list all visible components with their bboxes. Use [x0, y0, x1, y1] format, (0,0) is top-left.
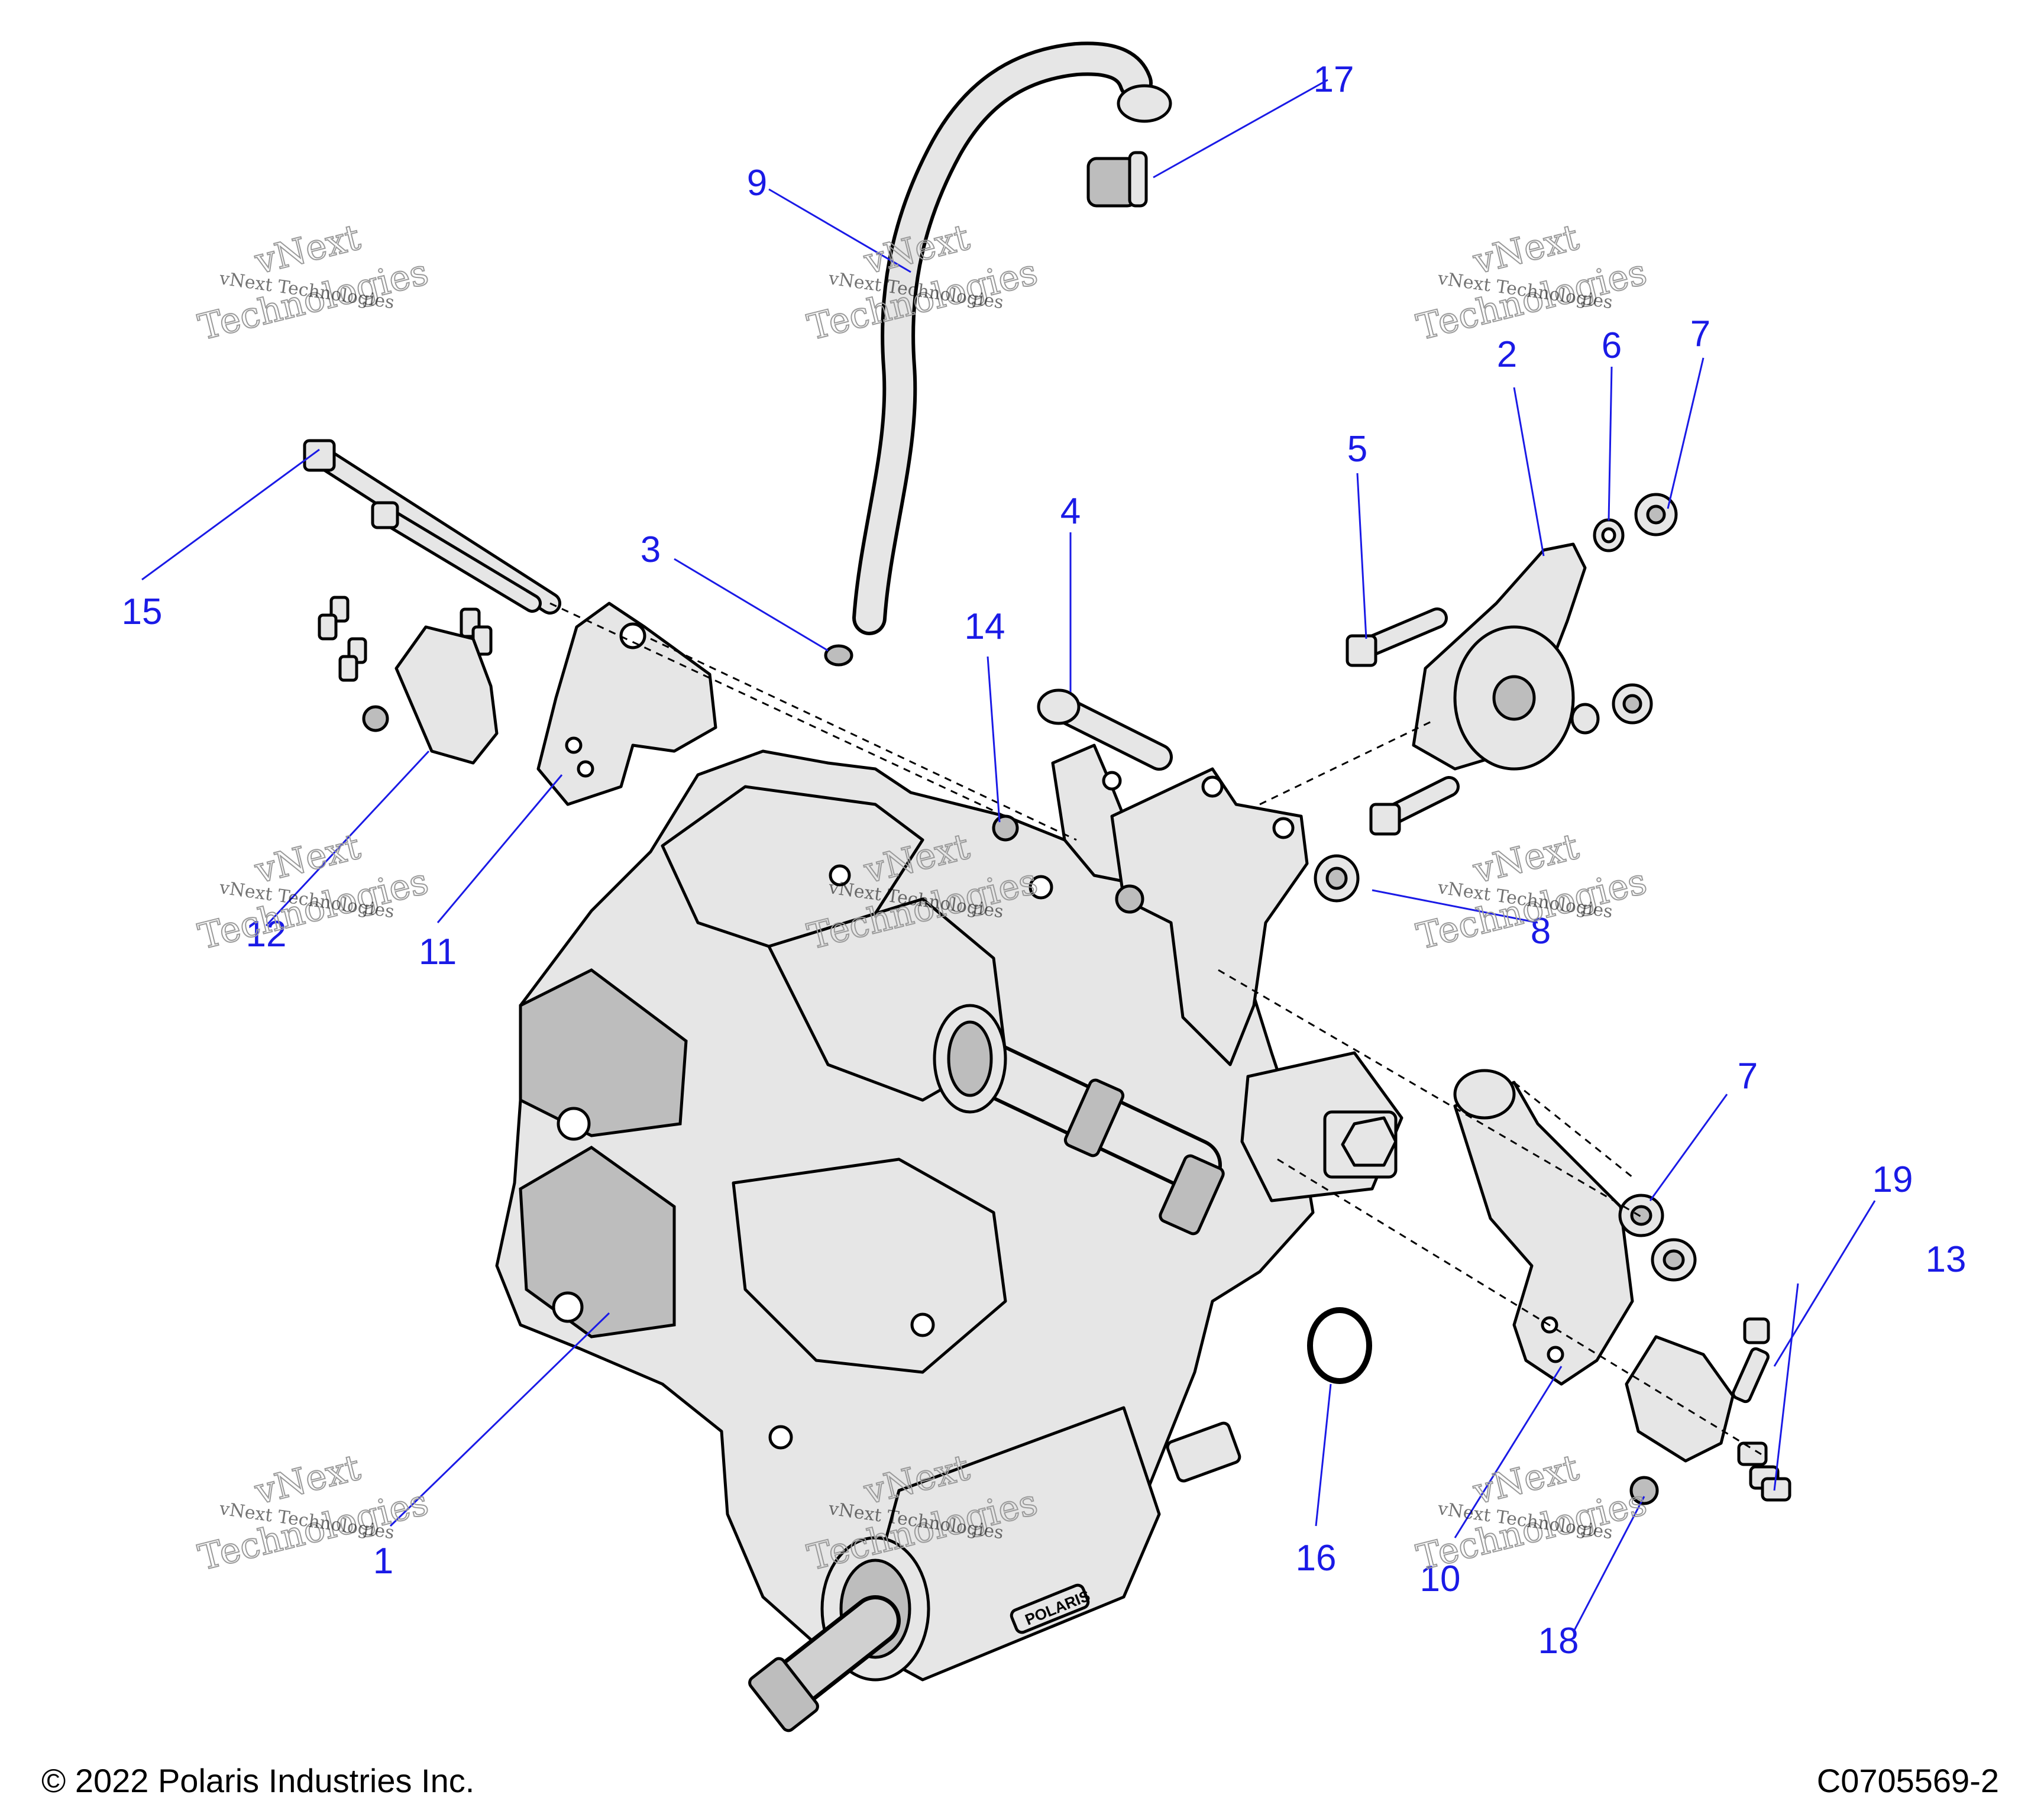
- callout-8: 8: [1531, 911, 1551, 952]
- lower-nuts: [1618, 1194, 1697, 1282]
- callout-14: 14: [965, 606, 1005, 647]
- callout-17: 17: [1314, 59, 1354, 100]
- callout-19: 19: [1872, 1159, 1913, 1200]
- callout-16: 16: [1296, 1538, 1337, 1579]
- washers-and-nuts: [1314, 493, 1678, 903]
- callout-9: 9: [747, 163, 767, 203]
- callout-5: 5: [1347, 429, 1367, 470]
- callout-1: 1: [373, 1541, 393, 1582]
- callout-3: 3: [641, 529, 661, 570]
- mount-plate-left: [536, 602, 717, 806]
- copyright-text: © 2022 Polaris Industries Inc.: [41, 1762, 474, 1799]
- mount-plate-center: [992, 743, 1309, 1066]
- o-ring: [1307, 1307, 1372, 1384]
- hex-bolts-5: [1346, 607, 1460, 836]
- hex-bolt-4: [1037, 688, 1173, 771]
- callout-12: 12: [246, 914, 287, 955]
- assembly-lines: [549, 602, 1763, 1456]
- leader-lines: [141, 79, 1876, 1633]
- watermark-4: Technologies vNext vNext Technologies: [194, 825, 433, 958]
- callout-4: 4: [1060, 491, 1081, 532]
- watermark-1: Technologies vNext vNext Technologies: [194, 216, 433, 349]
- small-screws-group: [318, 596, 493, 732]
- callout-15: 15: [122, 591, 163, 632]
- callout-11: 11: [419, 932, 457, 972]
- engine-mount-2: [1412, 542, 1587, 771]
- callout-13: 13: [1926, 1239, 1967, 1280]
- callout-7-upper: 7: [1690, 313, 1710, 354]
- callout-7-lower: 7: [1738, 1056, 1758, 1097]
- drawing-number: C0705569-2: [1817, 1762, 1999, 1799]
- callout-10: 10: [1420, 1559, 1461, 1599]
- watermark-2: Technologies vNext vNext Technologies: [803, 216, 1042, 349]
- watermark-9: Technologies vNext vNext Technologies: [1412, 1446, 1651, 1579]
- breather-hose: [852, 41, 1172, 635]
- transmission-housing: POLARIS: [495, 749, 1403, 1732]
- mount-bracket-right: [1625, 1317, 1791, 1505]
- callout-2: 2: [1497, 334, 1517, 375]
- callout-18: 18: [1538, 1621, 1579, 1661]
- long-bolts: [303, 439, 561, 615]
- callout-6: 6: [1602, 325, 1622, 366]
- elbow-fitting: [1086, 151, 1148, 208]
- callouts: 1 2 3 4 5 6 7 7 8 9 10 11 12 13 14 15 16…: [122, 59, 1967, 1661]
- hose-clamp: [824, 644, 853, 667]
- mount-plate-right: [1453, 1069, 1634, 1386]
- mount-bracket-left: [394, 625, 499, 765]
- watermark-7: Technologies vNext vNext Technologies: [194, 1446, 433, 1579]
